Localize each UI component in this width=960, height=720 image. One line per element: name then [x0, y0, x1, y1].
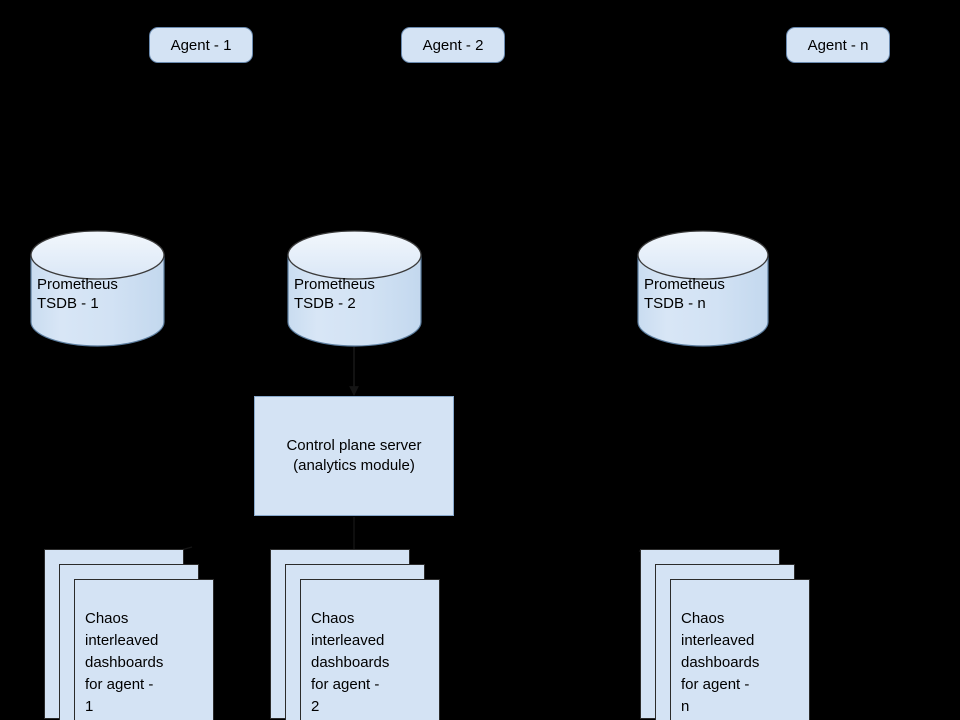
control-plane-server-box[interactable]: Control plane server (analytics module) — [254, 396, 454, 516]
agent-box-2[interactable]: Agent - 2 — [401, 27, 505, 63]
dashboard-sheet-front-2 — [300, 579, 440, 720]
dashboard-sheet-front-n — [670, 579, 810, 720]
agent-box-n[interactable]: Agent - n — [786, 27, 890, 63]
cylinder-shape-tsdb-2 — [287, 230, 422, 347]
cylinder-shape-tsdb-n — [637, 230, 769, 347]
agent-label-1: Agent - 1 — [170, 36, 232, 54]
agent-label-2: Agent - 2 — [422, 36, 484, 54]
dashboard-sheet-front-1 — [74, 579, 214, 720]
cylinder-shape-tsdb-1 — [30, 230, 165, 347]
control-plane-server-label: Control plane server (analytics module) — [286, 437, 422, 474]
agent-box-1[interactable]: Agent - 1 — [149, 27, 253, 63]
agent-label-n: Agent - n — [807, 36, 869, 54]
